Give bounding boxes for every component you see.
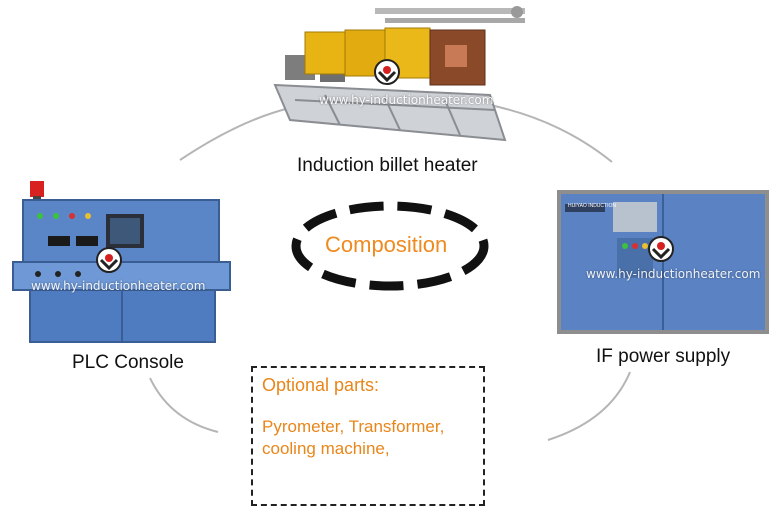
optional-parts-line1: Pyrometer, Transformer, [262,417,445,436]
top-watermark: www.hy-inductionheater.com [319,93,494,107]
composition-label: Composition [325,232,448,257]
plc-console-image [8,178,236,346]
left-watermark: www.hy-inductionheater.com [31,279,206,293]
arc-top-left [179,107,291,161]
arc-bottom-left [149,377,219,433]
arc-bottom-right [547,371,631,441]
if-power-supply-label: IF power supply [596,346,731,367]
nameplate: HUIYAO INDUCTION [568,203,616,209]
if-power-supply-image [555,190,770,335]
right-watermark: www.hy-inductionheater.com [586,267,761,281]
optional-parts-line2: cooling machine, [262,439,390,458]
induction-billet-heater-label: Induction billet heater [297,155,478,176]
arc-top-right [489,104,613,163]
composition-ellipse [291,201,489,291]
optional-parts-box: Optional parts: Pyrometer, Transformer, … [251,366,485,506]
right-logo-icon [648,236,674,267]
plc-console-label: PLC Console [72,352,184,373]
induction-billet-heater-image [265,0,535,150]
optional-parts-title: Optional parts: [262,375,380,395]
